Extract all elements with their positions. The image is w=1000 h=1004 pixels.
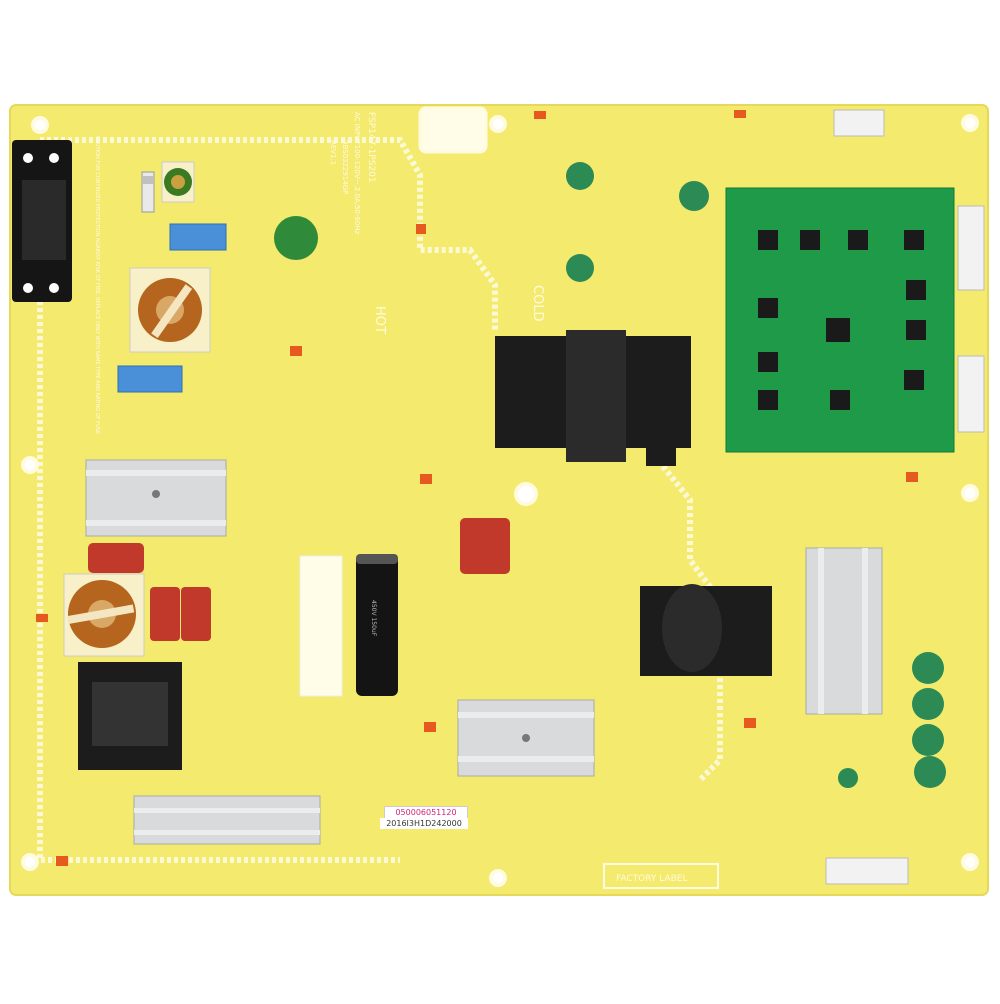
heatsink-2 (133, 795, 321, 845)
cap-outline (299, 555, 343, 697)
input-rating-text: AC INPUT100-120V~,2.0A,50-60Hz (353, 112, 361, 235)
serial-sticker-bottom: 2016I3H1D242000 (380, 818, 468, 829)
film-capacitor-4 (460, 518, 510, 574)
capacitor-text: 450V 150uF (370, 600, 377, 637)
film-capacitor-1 (88, 543, 144, 573)
x-capacitor-2 (117, 365, 183, 393)
hot-label: HOT (372, 306, 387, 334)
film-capacitor-2 (150, 587, 180, 641)
mounting-holes (21, 114, 979, 887)
model-text: FSP147-1PS201 (366, 112, 376, 183)
part-number-text: 3BS0322914GP (341, 140, 349, 194)
top-cutout (418, 106, 488, 154)
common-mode-choke-2 (63, 573, 145, 657)
main-transformer (495, 330, 691, 466)
standby-transformer (78, 662, 182, 770)
electrolytic-caps (566, 162, 946, 788)
fuse (141, 171, 155, 213)
heatsink-1 (85, 459, 227, 537)
heatsink-4 (457, 699, 595, 777)
factory-label-box (603, 863, 719, 889)
llc-transformer (640, 584, 772, 676)
film-capacitor-3 (181, 587, 211, 641)
isolation-border (37, 137, 723, 863)
cold-label: COLD (530, 285, 545, 322)
heatsink-3 (805, 547, 883, 715)
daughterboard (725, 187, 985, 453)
warning-text: CAUTION FOR CONTINUED PROTECTION AGAINST… (94, 136, 100, 434)
revision-text: REV1.1 (329, 140, 337, 165)
bulk-capacitor (356, 554, 398, 696)
top-right-connector (833, 109, 885, 137)
factory-label-text: FACTORY LABEL (616, 874, 688, 884)
warning-marks (36, 110, 918, 866)
small-toroid (161, 161, 195, 203)
x-capacitor-1 (169, 223, 227, 251)
varistor (274, 216, 318, 260)
bottom-connector (825, 857, 909, 885)
ac-input-connector (12, 140, 72, 302)
common-mode-choke-1 (129, 267, 211, 353)
